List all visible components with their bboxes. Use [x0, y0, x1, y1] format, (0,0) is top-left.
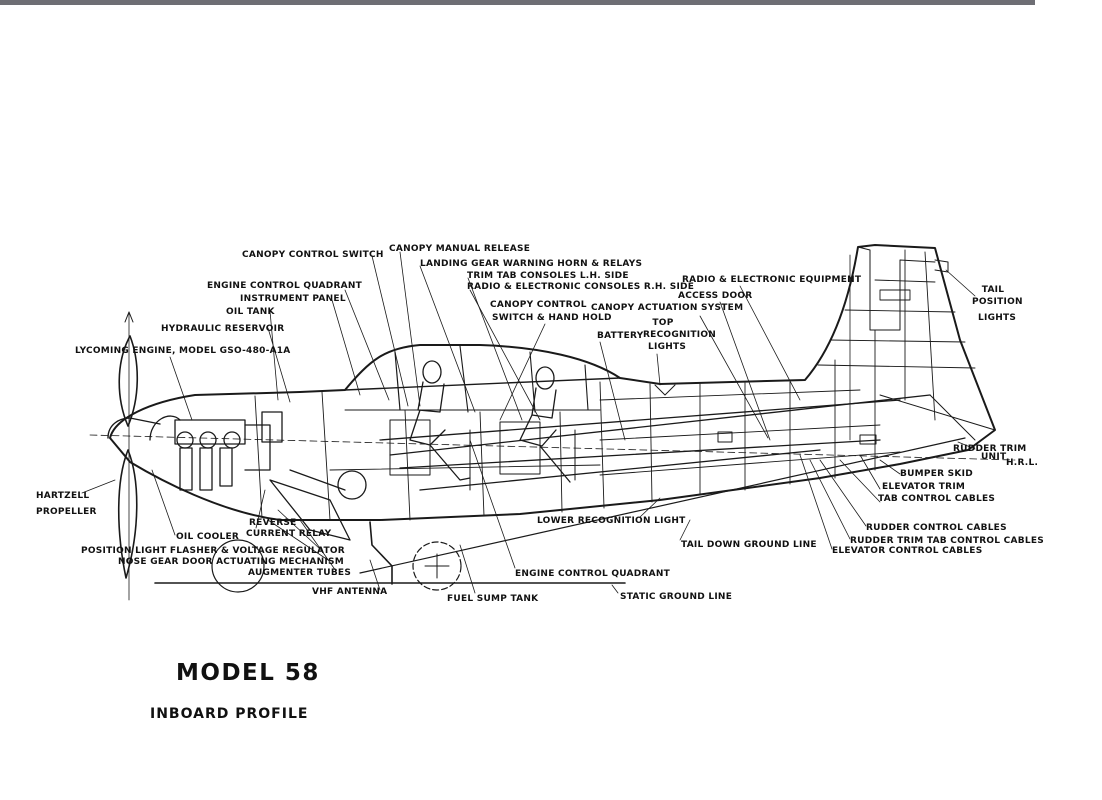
label-elevator-control-cables: ELEVATOR CONTROL CABLES — [832, 546, 983, 556]
label-trim-tab-consoles: TRIM TAB CONSOLES L.H. SIDE — [467, 271, 629, 281]
label-elevator-trim: ELEVATOR TRIM — [882, 482, 966, 492]
label-reverse-current: REVERSE — [249, 518, 297, 528]
label-propeller: PROPELLER — [36, 507, 97, 517]
label-top-recognition-2: RECOGNITION — [643, 330, 717, 340]
label-canopy-manual-release: CANOPY MANUAL RELEASE — [389, 244, 531, 254]
main-wheel — [412, 541, 462, 591]
nose-gear — [211, 539, 265, 593]
augmenter-tubes — [269, 469, 367, 541]
label-hartzell: HARTZELL — [36, 491, 90, 501]
hartzell-propeller — [107, 311, 161, 601]
label-top-recognition-3: LIGHTS — [648, 342, 687, 352]
label-rudder-trim-unit-2: UNIT — [981, 452, 1007, 462]
label-tab-control-cables: TAB CONTROL CABLES — [878, 494, 996, 504]
label-oil-cooler: OIL COOLER — [176, 532, 240, 542]
label-top-recognition: TOP — [652, 318, 674, 328]
label-radio-consoles: RADIO & ELECTRONIC CONSOLES R.H. SIDE — [467, 282, 695, 292]
label-nose-gear-door: NOSE GEAR DOOR ACTUATING MECHANISM — [118, 557, 344, 567]
label-tail-position-2: POSITION — [972, 297, 1023, 307]
label-engine-control-quadrant-top: ENGINE CONTROL QUADRANT — [207, 281, 363, 291]
fuselage-outline — [109, 244, 996, 521]
label-access-door: ACCESS DOOR — [678, 291, 753, 301]
label-static-ground-line: STATIC GROUND LINE — [620, 592, 733, 602]
label-canopy-control-switch: CANOPY CONTROL SWITCH — [242, 250, 384, 260]
label-rudder-trim-tab-cables: RUDDER TRIM TAB CONTROL CABLES — [850, 536, 1044, 546]
label-augmenter-tubes: AUGMENTER TUBES — [248, 568, 352, 578]
rear-pilot — [519, 366, 571, 483]
scan-top-edge — [0, 0, 1035, 5]
label-canopy-control-hand-hold: CANOPY CONTROL — [490, 300, 587, 310]
diagram-subtitle: INBOARD PROFILE — [150, 706, 309, 722]
label-landing-gear-warning: LANDING GEAR WARNING HORN & RELAYS — [420, 259, 643, 269]
label-vhf-antenna: VHF ANTENNA — [312, 587, 388, 597]
label-bumper-skid: BUMPER SKID — [900, 469, 973, 479]
label-lycoming-engine: LYCOMING ENGINE, MODEL GSO-480-A1A — [75, 346, 291, 356]
label-tail-down-ground-line: TAIL DOWN GROUND LINE — [681, 540, 817, 550]
label-canopy-control-hand-hold-2: SWITCH & HAND HOLD — [492, 313, 612, 323]
label-fuel-sump-tank: FUEL SUMP TANK — [447, 594, 539, 604]
label-oil-tank: OIL TANK — [226, 307, 275, 317]
label-engine-control-quadrant-bottom: ENGINE CONTROL QUADRANT — [515, 569, 671, 579]
tail-down-ground-line — [359, 437, 966, 574]
label-rudder-trim-unit: RUDDER TRIM — [953, 444, 1027, 454]
label-radio-electronic-equipment: RADIO & ELECTRONIC EQUIPMENT — [682, 275, 862, 285]
label-canopy-actuation-system: CANOPY ACTUATION SYSTEM — [591, 303, 744, 313]
label-reverse-current-2: CURRENT RELAY — [246, 529, 332, 539]
label-tail-position-3: LIGHTS — [978, 313, 1017, 323]
label-rudder-control-cables: RUDDER CONTROL CABLES — [866, 523, 1007, 533]
label-battery: BATTERY — [597, 331, 644, 341]
label-tail-position: TAIL — [981, 285, 1005, 295]
engine — [149, 411, 283, 491]
label-position-light-flasher: POSITION LIGHT FLASHER & VOLTAGE REGULAT… — [81, 546, 345, 556]
vhf-antenna — [369, 521, 393, 585]
front-pilot — [409, 360, 471, 481]
label-instrument-panel: INSTRUMENT PANEL — [240, 294, 346, 304]
label-hrl: H.R.L. — [1006, 458, 1039, 468]
label-hydraulic-reservoir: HYDRAULIC RESERVOIR — [161, 324, 285, 334]
label-lower-recognition-light: LOWER RECOGNITION LIGHT — [537, 516, 686, 526]
diagram-title: MODEL 58 — [176, 660, 320, 686]
